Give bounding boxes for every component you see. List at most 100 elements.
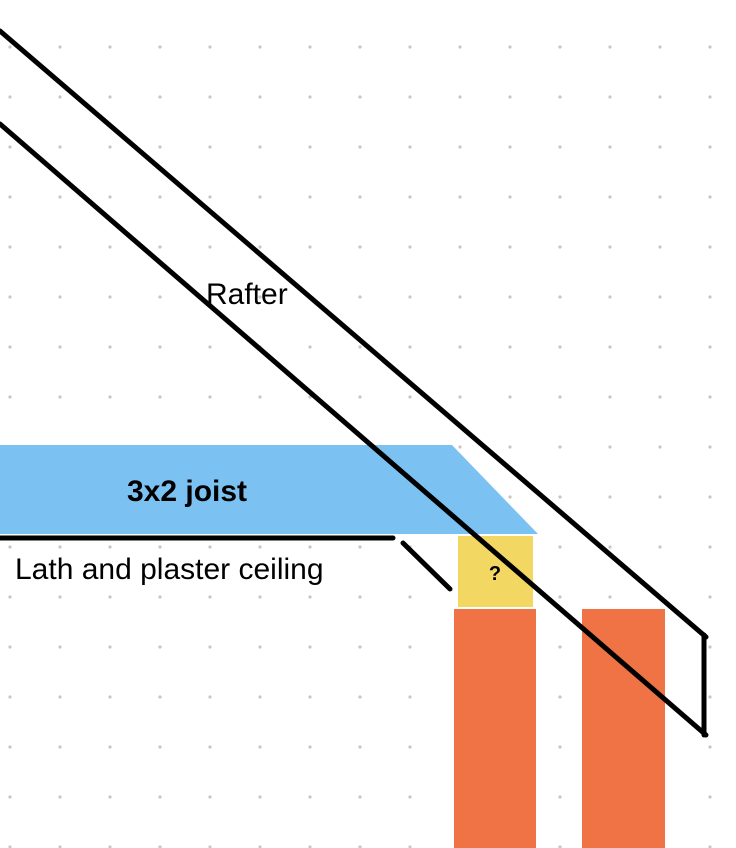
grid-dot [308,345,312,349]
grid-dot [208,345,212,349]
grid-dot [608,195,612,199]
wall-block-right [582,609,665,848]
grid-dot [58,245,62,249]
grid-dot [308,245,312,249]
grid-dot [258,45,262,49]
grid-dot [158,545,162,549]
grid-dot [158,195,162,199]
grid-dot [608,295,612,299]
grid-dot [208,845,212,848]
grid-dot [608,495,612,499]
grid-dot [558,245,562,249]
grid-dot [308,645,312,649]
grid-dot [608,595,612,599]
grid-dot [408,195,412,199]
grid-dot [158,95,162,99]
grid-dot [708,145,712,149]
grid-dot [108,395,112,399]
grid-dot [608,545,612,549]
grid-dot [558,395,562,399]
grid-dot [158,145,162,149]
grid-dot [208,545,212,549]
joist-label: 3x2 joist [127,475,247,508]
grid-dot [158,595,162,599]
grid-dot [558,495,562,499]
grid-dot [108,595,112,599]
grid-dot [258,295,262,299]
grid-dot [658,395,662,399]
grid-dot [308,795,312,799]
grid-dot [158,345,162,349]
grid-dot [458,145,462,149]
grid-dot [508,195,512,199]
grid-dot [708,795,712,799]
grid-dot [108,695,112,699]
grid-dot [408,695,412,699]
grid-dot [658,45,662,49]
grid-dot [358,795,362,799]
grid-dot [108,795,112,799]
grid-dot [508,45,512,49]
grid-dot [208,645,212,649]
grid-dot [208,45,212,49]
grid-dot [658,445,662,449]
grid-dot [408,95,412,99]
grid-dot [708,195,712,199]
grid-dot [258,145,262,149]
grid-dot [658,345,662,349]
grid-dot [258,195,262,199]
grid-dot [108,145,112,149]
grid-dot [108,645,112,649]
grid-dot [508,145,512,149]
grid-dot [108,545,112,549]
grid-dot [58,45,62,49]
grid-dot [58,395,62,399]
grid-dot [408,145,412,149]
grid-dot [358,395,362,399]
grid-dot [608,445,612,449]
grid-dot [558,545,562,549]
grid-dot [208,295,212,299]
grid-dot [658,195,662,199]
grid-dot [308,145,312,149]
grid-dot [8,295,12,299]
grid-dot [558,795,562,799]
grid-dot [58,195,62,199]
grid-dot [308,545,312,549]
grid-dot [608,395,612,399]
rafter-label: Rafter [206,278,288,311]
grid-dot [108,845,112,848]
grid-dot [158,695,162,699]
grid-dot [258,395,262,399]
grid-dot [608,245,612,249]
grid-dot [58,695,62,699]
grid-dot [8,645,12,649]
grid-dot [8,45,12,49]
grid-dot [408,45,412,49]
grid-dot [58,345,62,349]
grid-dot [708,845,712,848]
grid-dot [108,295,112,299]
grid-dot [708,745,712,749]
grid-dot [458,295,462,299]
grid-dot [108,245,112,249]
grid-dot [108,745,112,749]
grid-dot [508,395,512,399]
grid-dot [258,595,262,599]
grid-dot [558,145,562,149]
grid-dot [658,545,662,549]
grid-dot [358,345,362,349]
grid-dot [408,595,412,599]
grid-dot [458,345,462,349]
dot-grid [8,45,712,848]
grid-dot [408,245,412,249]
grid-dot [358,45,362,49]
grid-dot [358,95,362,99]
grid-dot [58,595,62,599]
grid-dot [408,395,412,399]
grid-dot [408,845,412,848]
grid-dot [458,395,462,399]
grid-dot [158,745,162,749]
grid-dot [358,745,362,749]
grid-dot [708,395,712,399]
